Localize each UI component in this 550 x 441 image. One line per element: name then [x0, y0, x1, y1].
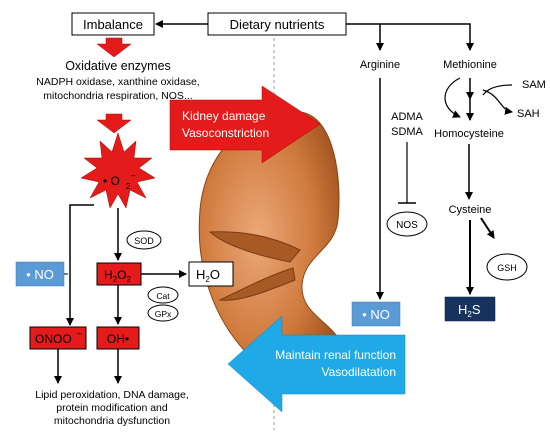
superoxide-label: • O — [103, 174, 120, 188]
imbalance-box — [71, 12, 155, 36]
sdma-label: SDMA — [391, 126, 423, 138]
hydroxyl-label: OH• — [107, 332, 129, 346]
outcome-line3: mitochondria dysfunction — [54, 415, 170, 427]
nos-ellipse — [386, 211, 428, 237]
cysteine-label: Cysteine — [449, 204, 492, 216]
superoxide-subscript: 2 — [126, 182, 131, 191]
kidney-damage-label: Kidney damage — [182, 109, 266, 123]
gsh-label: GSH — [497, 263, 517, 273]
left-cycle-curve — [444, 77, 461, 118]
red-down-arrow-2 — [96, 113, 132, 134]
maintain-renal-label: Maintain renal function — [275, 348, 396, 362]
vasodilatation-label: Vasodilatation — [322, 365, 397, 379]
cat-ellipse — [147, 286, 179, 304]
vasoconstriction-label: Vasoconstriction — [182, 126, 269, 140]
outcome-line2: protein modification and — [56, 402, 168, 414]
h2s-box — [444, 296, 496, 322]
peroxynitrite-label: ONOO — [35, 332, 72, 346]
kidney-damage-arrow — [169, 85, 321, 164]
superoxide-charge: – — [131, 171, 136, 180]
arginine-label: Arginine — [360, 59, 400, 71]
cysteine-to-gsh-arrow — [480, 217, 495, 239]
sam-label: SAM — [522, 79, 546, 91]
adma-label: ADMA — [391, 111, 423, 123]
kidney-illustration — [198, 111, 346, 390]
oxidative-enzymes-line1: NADPH oxidase, xanthine oxidase, — [36, 76, 199, 88]
h2o-box — [188, 261, 234, 287]
gpx-label: GPx — [155, 309, 172, 319]
outcome-line1: Lipid peroxidation, DNA damage, — [35, 389, 189, 401]
imbalance-label: Imbalance — [83, 17, 143, 32]
h2o-label: H2O — [196, 267, 220, 284]
nos-label: NOS — [396, 220, 418, 231]
oxidative-enzymes-title: Oxidative enzymes — [65, 59, 171, 73]
maintain-renal-arrow — [227, 315, 406, 413]
sod-ellipse — [126, 230, 162, 250]
superoxide-star — [80, 132, 156, 209]
sah-label: SAH — [517, 108, 540, 120]
sam-to-sah-curve — [482, 89, 513, 115]
no-right-box — [351, 301, 401, 327]
dietary-to-methionine-arrow — [346, 23, 474, 51]
sod-label: SOD — [134, 236, 154, 246]
h2s-label: H2S — [458, 302, 481, 319]
sam-curve — [482, 84, 513, 96]
peroxynitrite-charge: – — [77, 329, 82, 338]
superoxide-to-onoo-arrow — [66, 204, 94, 326]
no-left-label: • NO — [26, 267, 54, 282]
dietary-nutrients-label: Dietary nutrients — [230, 17, 325, 32]
gsh-ellipse — [486, 253, 528, 281]
gpx-ellipse — [147, 304, 179, 322]
red-down-arrow-1 — [96, 37, 132, 58]
cat-label: Cat — [156, 291, 170, 301]
methionine-label: Methionine — [443, 59, 497, 71]
no-right-label: • NO — [362, 307, 390, 322]
homocysteine-label: Homocysteine — [434, 128, 504, 140]
h2o2-label: H2O2 — [104, 268, 131, 284]
oxidative-enzymes-line2: mitochondria respiration, NOS... — [43, 90, 192, 102]
